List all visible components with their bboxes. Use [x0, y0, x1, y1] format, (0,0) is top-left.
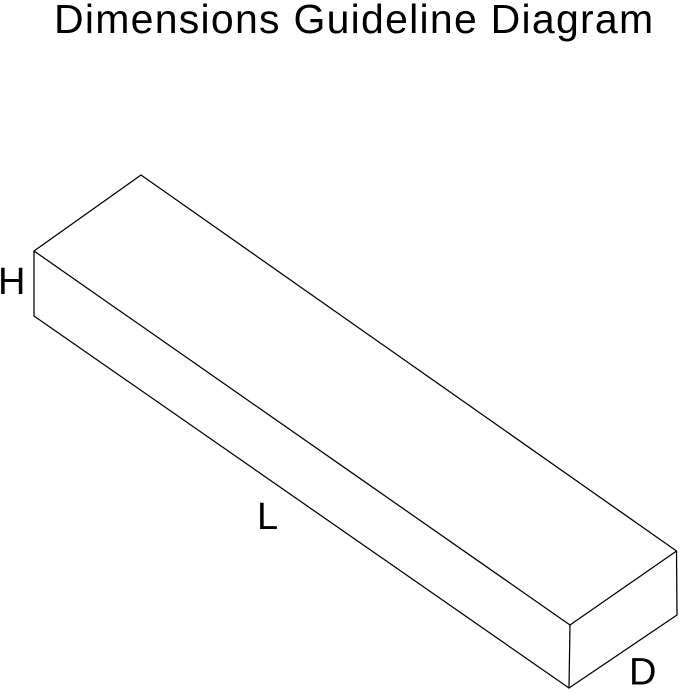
svg-text:L: L [257, 496, 278, 538]
svg-text:H: H [0, 261, 25, 303]
svg-text:Dimensions Guideline Diagram: Dimensions Guideline Diagram [54, 0, 654, 42]
svg-text:D: D [629, 652, 656, 693]
